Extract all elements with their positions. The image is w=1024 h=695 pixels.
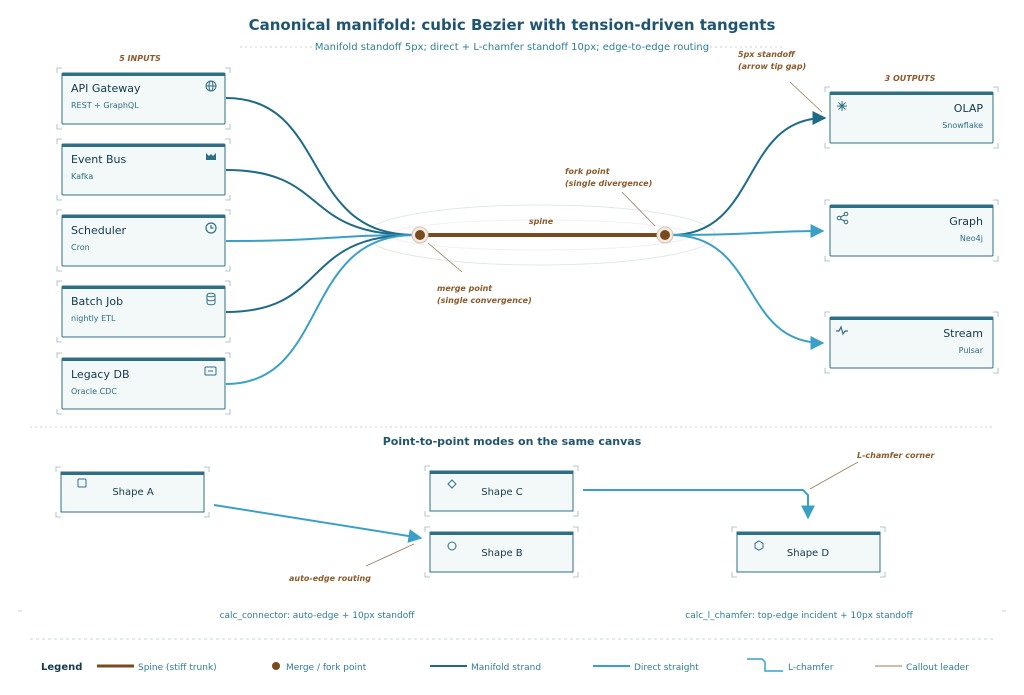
input-sub: Oracle CDC: [71, 387, 117, 396]
shape-b[interactable]: Shape B: [424, 526, 579, 578]
merge-point: [415, 230, 425, 240]
output-node-graph[interactable]: Graph Neo4j: [824, 199, 999, 262]
fork-point-label: fork point: [565, 167, 611, 176]
hexagon-icon: [754, 540, 764, 551]
output-name: OLAP: [954, 102, 984, 115]
auto-edge-callout-leader: [365, 543, 415, 567]
output-name: Stream: [943, 327, 983, 340]
outputs-label: 3 OUTPUTS: [885, 74, 936, 83]
output-sub: Pulsar: [959, 346, 984, 355]
manifold-strand-scheduler: [225, 234, 415, 242]
input-name: Scheduler: [71, 224, 127, 237]
diagram-title: Canonical manifold: cubic Bezier with te…: [249, 16, 776, 34]
direct-connector-a-b: [213, 504, 423, 543]
l-chamfer-corner-label: L-chamfer corner: [857, 451, 936, 460]
shape-c[interactable]: Shape C: [424, 465, 579, 517]
share-icon: [836, 211, 849, 225]
input-name: Legacy DB: [71, 368, 130, 381]
legend-title: Legend: [41, 662, 82, 673]
input-name: API Gateway: [71, 82, 141, 95]
auto-edge-label: auto-edge routing: [289, 574, 371, 583]
clock-icon: [205, 222, 217, 234]
manifold-strand-legacy-db: [225, 234, 415, 385]
legend: Legend Spine (stiff trunk) Merge / fork …: [41, 658, 969, 673]
manifold-strand-olap: [670, 111, 827, 236]
input-node-api-gateway[interactable]: API Gateway REST + GraphQL: [56, 67, 231, 130]
merge-point-label: merge point: [437, 284, 493, 293]
caption-left: calc_connector: auto-edge + 10px standof…: [220, 611, 416, 621]
output-sub: Snowflake: [942, 121, 983, 130]
terminal-icon: [204, 366, 217, 376]
shape-label: Shape B: [481, 548, 522, 559]
legend-swatch-merge-fork: [272, 662, 280, 670]
diamond-icon: [447, 479, 457, 489]
legend-item-manifold: Manifold strand: [471, 663, 541, 673]
p2p-heading: Point-to-point modes on the same canvas: [383, 435, 642, 448]
shape-label: Shape D: [787, 548, 829, 559]
standoff-label: 5px standoff: [738, 50, 796, 59]
output-sub: Neo4j: [960, 234, 983, 243]
shape-a[interactable]: Shape A: [55, 466, 210, 518]
legend-item-merge-fork: Merge / fork point: [286, 663, 367, 673]
input-node-event-bus[interactable]: Event Bus Kafka: [56, 138, 231, 201]
merge-callout-leader: [427, 242, 463, 273]
manifold-strand-event-bus: [225, 169, 415, 236]
caption-right: calc_l_chamfer: top-edge incident + 10px…: [685, 611, 913, 621]
snowflake-icon: [837, 101, 847, 111]
input-node-legacy-db[interactable]: Legacy DB Oracle CDC: [56, 352, 231, 415]
shape-label: Shape C: [481, 487, 522, 498]
standoff-callout-leader: [789, 81, 823, 113]
output-node-stream[interactable]: Stream Pulsar: [824, 311, 999, 374]
output-name: Graph: [949, 215, 983, 228]
shape-d[interactable]: Shape D: [731, 526, 886, 578]
bus-icon: [206, 153, 216, 160]
manifold-strand-batch-job: [225, 234, 415, 313]
input-node-scheduler[interactable]: Scheduler Cron: [56, 209, 231, 272]
input-node-batch-job[interactable]: Batch Job nightly ETL: [56, 280, 231, 343]
fork-point: [660, 230, 670, 240]
standoff-sublabel: (arrow tip gap): [738, 62, 806, 71]
input-name: Batch Job: [71, 295, 123, 308]
manifold-strand-api-gateway: [225, 97, 415, 236]
legend-swatch-l-chamfer: [747, 658, 783, 672]
diagram-subtitle: Manifold standoff 5px; direct + L-chamfe…: [315, 42, 709, 53]
legend-item-direct: Direct straight: [634, 663, 699, 673]
input-sub: Cron: [71, 243, 90, 252]
fork-point-sublabel: (single divergence): [565, 179, 652, 188]
input-sub: Kafka: [71, 172, 93, 181]
legend-item-l-chamfer: L-chamfer: [788, 663, 834, 673]
l-chamfer-callout-leader: [809, 461, 859, 490]
legend-item-callout: Callout leader: [906, 663, 969, 673]
output-node-olap[interactable]: OLAP Snowflake: [824, 86, 999, 149]
shape-label: Shape A: [112, 487, 153, 498]
manifold-strand-graph: [670, 224, 825, 239]
legend-item-spine: Spine (stiff trunk): [138, 663, 217, 673]
fork-callout-leader: [621, 191, 656, 227]
input-name: Event Bus: [71, 153, 127, 166]
input-sub: REST + GraphQL: [71, 101, 139, 110]
circle-icon: [447, 541, 457, 551]
square-icon: [77, 478, 87, 488]
inputs-label: 5 INPUTS: [119, 54, 161, 63]
manifold-strand-stream: [670, 234, 825, 350]
pulse-icon: [836, 325, 848, 336]
l-chamfer-connector-c-d: [583, 489, 815, 520]
input-sub: nightly ETL: [71, 314, 116, 323]
globe-icon: [205, 80, 217, 92]
spine-label: spine: [529, 217, 554, 226]
database-icon: [206, 292, 216, 306]
merge-point-sublabel: (single convergence): [437, 296, 532, 305]
